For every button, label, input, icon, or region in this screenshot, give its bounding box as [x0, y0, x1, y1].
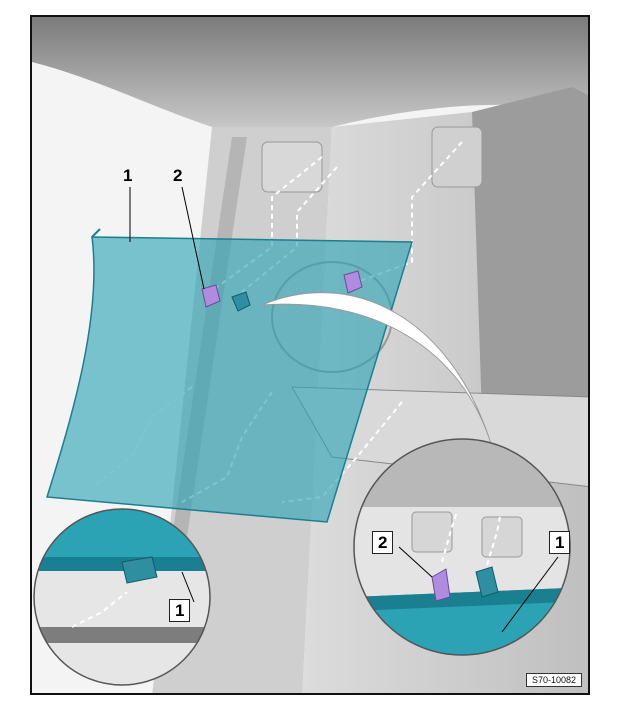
- retaining-clip-teal: [231, 291, 251, 312]
- callout-leader-lines: [129, 186, 559, 633]
- pillar-trim-panel: [46, 228, 414, 523]
- retaining-clip-purple: [201, 270, 363, 308]
- figure-reference-code: S70-10082: [525, 673, 582, 687]
- callout-detail-left-trim: 1: [169, 599, 191, 622]
- callout-trim-panel: 1: [123, 166, 133, 185]
- diagram-frame: 1 2 1 2 1 S70-10082: [30, 15, 590, 695]
- callout-clip: 2: [173, 166, 183, 185]
- detail-view-left: [33, 508, 211, 686]
- callout-detail-right-clip: 2: [372, 531, 394, 554]
- exploded-view-illustration: [32, 17, 588, 693]
- callout-detail-right-trim: 1: [549, 531, 571, 554]
